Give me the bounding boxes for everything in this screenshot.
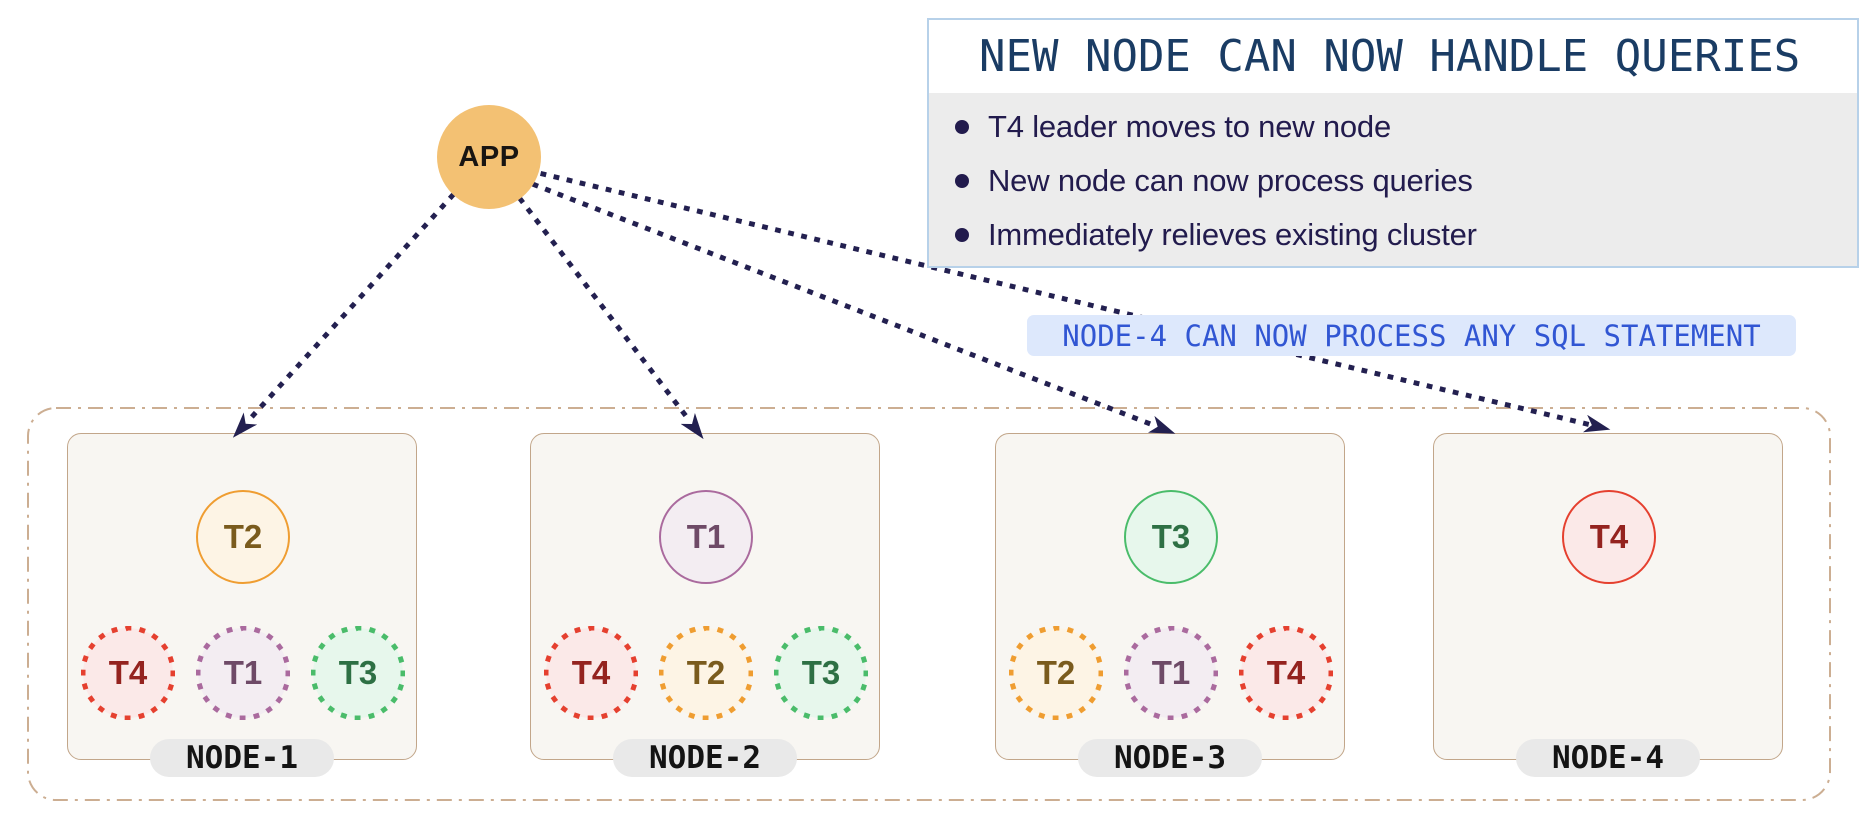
bullet-item: T4 leader moves to new node <box>929 100 1857 154</box>
bullet-text: New node can now process queries <box>988 163 1473 198</box>
tablet-label: T2 <box>223 518 263 555</box>
arrow-app-to-node-1 <box>232 192 456 438</box>
leader-circle-t3: T3 <box>1124 490 1218 584</box>
bullet-icon <box>955 120 969 134</box>
follower-circle-t3: T3 <box>774 626 868 720</box>
follower-circle-t4: T4 <box>81 626 175 720</box>
node-card-3: T3 T2 T1 T4 NODE-3 <box>995 433 1345 777</box>
app-node: APP <box>437 105 541 209</box>
bullet-item: New node can now process queries <box>929 154 1857 208</box>
tablet-label: T3 <box>338 654 378 691</box>
tablet-label: T1 <box>1151 654 1191 691</box>
sql-statement-banner: NODE-4 CAN NOW PROCESS ANY SQL STATEMENT <box>1027 315 1796 356</box>
bullet-text: T4 leader moves to new node <box>988 109 1392 144</box>
tablet-label: T2 <box>686 654 726 691</box>
tablet-label: T4 <box>1266 654 1306 691</box>
leader-circle-t1: T1 <box>659 490 753 584</box>
callout-title: NEW NODE CAN NOW HANDLE QUERIES <box>979 31 1801 82</box>
follower-circle-t4: T4 <box>544 626 638 720</box>
tablet-label: T4 <box>571 654 611 691</box>
follower-circle-t1: T1 <box>1124 626 1218 720</box>
bullet-item: Immediately relieves existing cluster <box>929 208 1857 262</box>
bullet-text: Immediately relieves existing cluster <box>988 217 1477 252</box>
leader-circle-t4: T4 <box>1562 490 1656 584</box>
follower-circle-t2: T2 <box>659 626 753 720</box>
follower-circle-t4: T4 <box>1239 626 1333 720</box>
follower-circle-t3: T3 <box>311 626 405 720</box>
callout-box: NEW NODE CAN NOW HANDLE QUERIES T4 leade… <box>927 18 1859 268</box>
follower-circle-t1: T1 <box>196 626 290 720</box>
tablet-label: T4 <box>1589 518 1629 555</box>
node-label-pill: NODE-4 <box>1516 739 1700 777</box>
node-label-pill: NODE-1 <box>150 739 334 777</box>
tablet-label: T4 <box>108 654 148 691</box>
node-card-4: T4 NODE-4 <box>1433 433 1783 777</box>
node-label-pill: NODE-3 <box>1078 739 1262 777</box>
tablet-label: T1 <box>223 654 263 691</box>
arrow-app-to-node-2 <box>517 196 704 440</box>
bullet-icon <box>955 228 969 242</box>
follower-circle-t2: T2 <box>1009 626 1103 720</box>
tablet-label: T3 <box>801 654 841 691</box>
bullet-icon <box>955 174 969 188</box>
tablet-label: T1 <box>686 518 726 555</box>
leader-circle-t2: T2 <box>196 490 290 584</box>
node-card-1: T2 T4 T1 T3 NODE-1 <box>67 433 417 777</box>
tablet-label: T3 <box>1151 518 1191 555</box>
tablet-label: T2 <box>1036 654 1076 691</box>
app-label: APP <box>458 140 520 173</box>
node-card-2: T1 T4 T2 T3 NODE-2 <box>530 433 880 777</box>
callout-body: T4 leader moves to new node New node can… <box>929 93 1857 266</box>
node-label-pill: NODE-2 <box>613 739 797 777</box>
